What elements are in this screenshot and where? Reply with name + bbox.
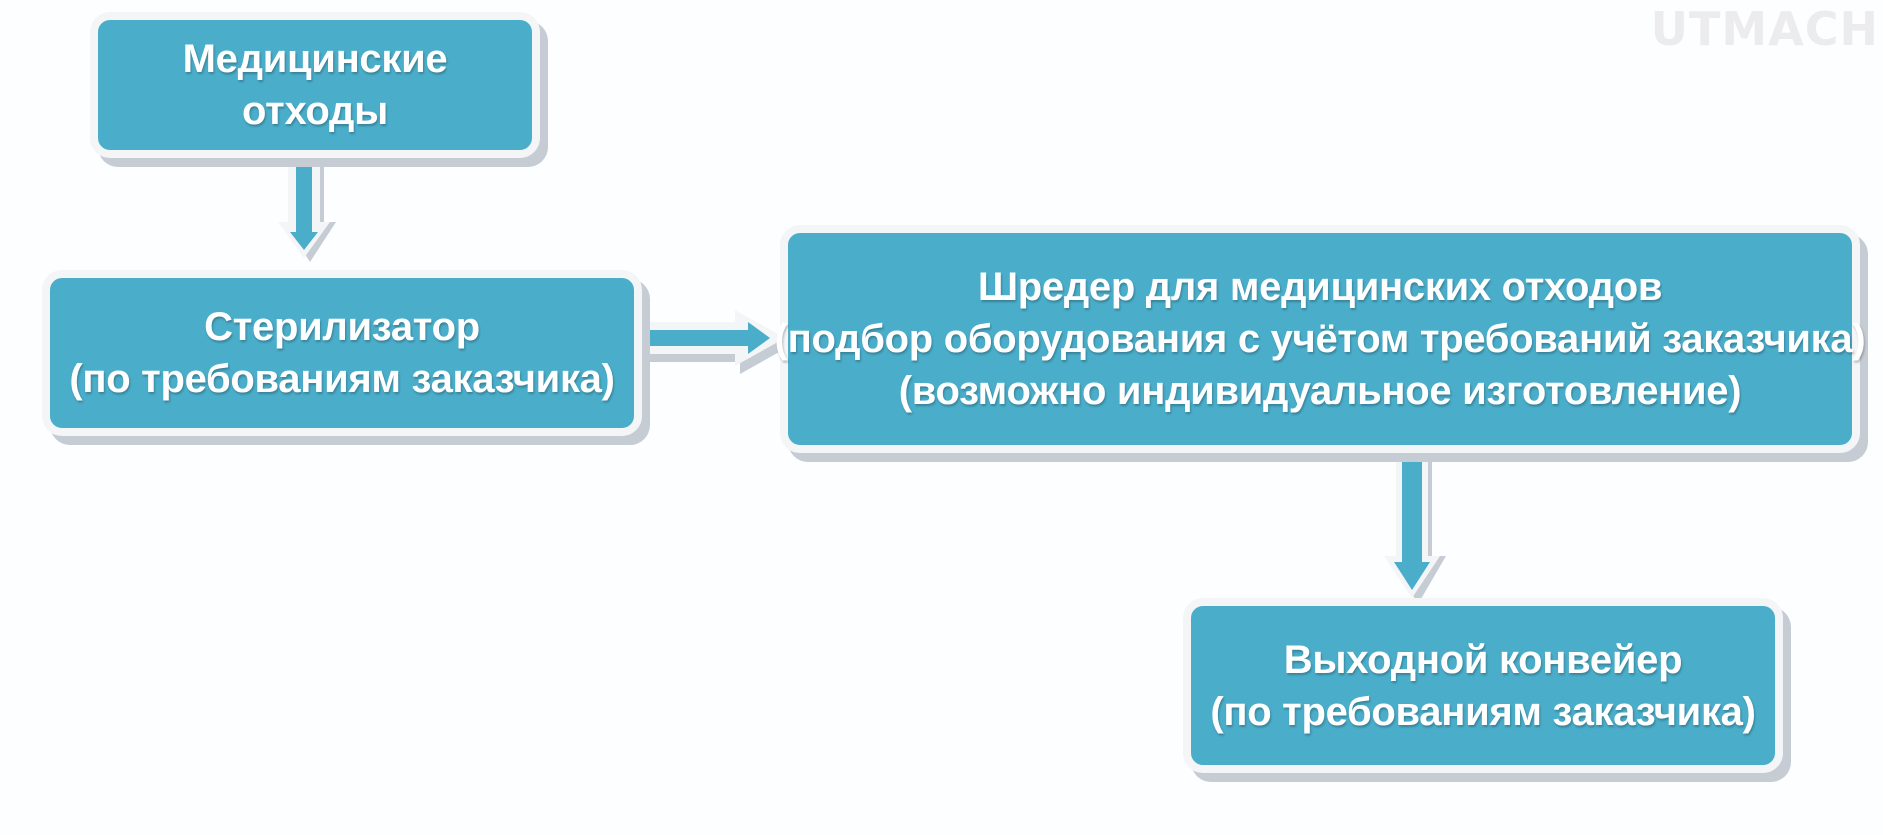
node-sterilizer: Стерилизатор (по требованиям заказчика) — [42, 270, 642, 436]
node-output-conveyor-line2: (по требованиям заказчика) — [1210, 689, 1756, 734]
node-output-conveyor: Выходной конвейер (по требованиям заказч… — [1183, 598, 1783, 773]
arrow-waste-to-sterilizer — [278, 156, 336, 262]
watermark-logo: UTMACH — [1650, 2, 1879, 56]
node-medical-waste: Медицинские отходы — [90, 12, 540, 158]
node-sterilizer-line2: (по требованиям заказчика) — [69, 357, 615, 401]
node-output-conveyor-line1: Выходной конвейер — [1283, 637, 1683, 682]
node-medical-waste-line2: отходы — [242, 89, 388, 133]
node-shredder: Шредер для медицинских отходов (подбор о… — [775, 225, 1866, 453]
node-sterilizer-line1: Стерилизатор — [204, 305, 480, 349]
node-shredder-line2: (подбор оборудования с учётом требований… — [774, 317, 1866, 361]
node-shredder-line1: Шредер для медицинских отходов — [977, 265, 1663, 309]
node-medical-waste-line1: Медицинские — [182, 37, 448, 81]
arrow-sterilizer-to-shredder — [640, 310, 790, 374]
arrow-shredder-to-conveyor — [1384, 452, 1446, 604]
node-shredder-line3: (возможно индивидуальное изготовление) — [898, 369, 1742, 413]
